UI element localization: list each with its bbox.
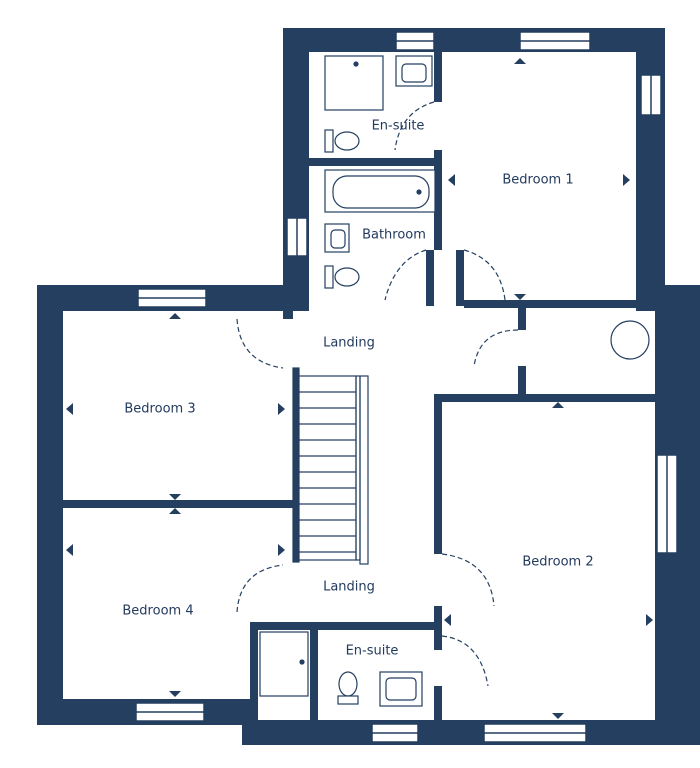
internal-walls: [63, 52, 655, 720]
room-label-bathroom: Bathroom: [362, 228, 426, 243]
room-label-bedroom-3: Bedroom 3: [124, 402, 195, 417]
dimension-arrow-icon: [66, 403, 73, 415]
dimension-arrow-icon: [169, 313, 181, 319]
dimension-arrow-icon: [278, 403, 285, 415]
door-swing-icon: [441, 635, 489, 687]
door-swing-icon: [394, 101, 435, 151]
room-label-bedroom-4: Bedroom 4: [122, 604, 193, 619]
staircase-icon: [292, 367, 369, 565]
dimension-arrow-icon: [552, 713, 564, 719]
room-label-bedroom-2: Bedroom 2: [522, 555, 593, 570]
dimension-arrows: [66, 58, 653, 719]
room-labels: En-suite Bedroom 1 Bathroom Landing Bedr…: [122, 119, 593, 659]
toilet-icon: [324, 129, 360, 153]
dimension-arrow-icon: [444, 614, 451, 626]
room-label-bedroom-1: Bedroom 1: [502, 173, 573, 188]
dimension-arrow-icon: [66, 544, 73, 556]
sanitary: [259, 55, 650, 707]
dimension-arrow-icon: [169, 508, 181, 514]
door-swings: [236, 101, 519, 687]
toilet-icon: [324, 265, 360, 289]
room-label-landing-bottom: Landing: [323, 580, 375, 595]
bath-icon: [324, 169, 436, 213]
dimension-arrow-icon: [448, 174, 455, 186]
floor: [63, 52, 655, 720]
dimension-arrow-icon: [514, 58, 526, 64]
door-swing-icon: [236, 318, 284, 369]
room-label-ensuite-bottom: En-suite: [346, 644, 399, 659]
dimension-arrow-icon: [514, 294, 526, 300]
windows: [135, 31, 678, 743]
shower-tray-icon: [259, 631, 309, 697]
dimension-arrow-icon: [623, 174, 630, 186]
door-swing-icon: [463, 249, 506, 301]
door-swing-icon: [441, 553, 495, 607]
cylinder-cupboard-icon: [610, 320, 650, 360]
door-swing-icon: [473, 329, 519, 367]
door-swing-icon: [236, 564, 284, 613]
room-label-ensuite-top: En-suite: [372, 119, 425, 134]
door-swing-icon: [384, 249, 427, 301]
room-label-landing-top: Landing: [323, 336, 375, 351]
dimension-arrow-icon: [278, 544, 285, 556]
dimension-arrow-icon: [169, 494, 181, 500]
dimension-arrow-icon: [169, 691, 181, 697]
dimension-arrow-icon: [552, 402, 564, 408]
toilet-icon: [337, 671, 359, 705]
dimension-arrow-icon: [646, 614, 653, 626]
